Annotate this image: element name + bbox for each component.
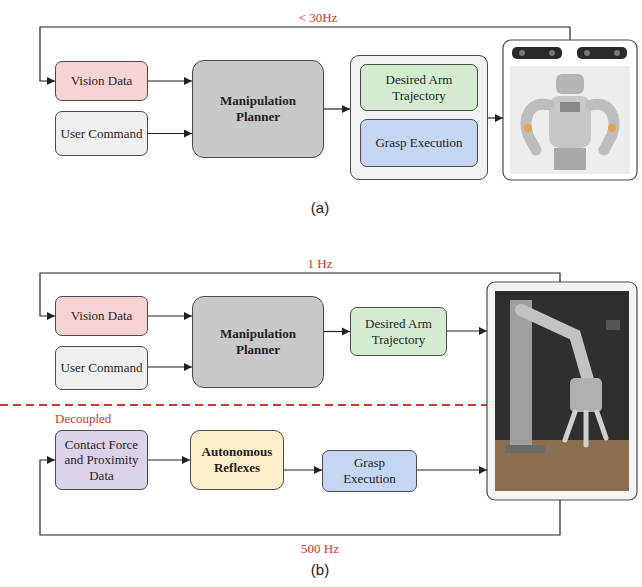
flow-arrow (324, 108, 350, 109)
node-label: Desired Arm Trajectory (365, 72, 473, 103)
input-box: User Command (55, 346, 148, 390)
flow-arrow (284, 469, 322, 470)
node-label: Manipulation Planner (197, 326, 319, 357)
planner-box: Manipulation Planner (192, 296, 324, 388)
rate-label: 1 Hz (308, 256, 333, 272)
robot-photo (487, 282, 637, 500)
flow-arrow (148, 459, 190, 460)
sensor-box: Contact Force and Proximity Data (55, 430, 148, 490)
input-box: User Command (55, 111, 148, 156)
node-label: Autonomous Reflexes (195, 444, 279, 475)
node-label: Manipulation Planner (197, 93, 319, 124)
node-label: Grasp Execution (375, 135, 462, 151)
rate-label: Decoupled (55, 411, 111, 427)
command-line (447, 330, 487, 331)
flow-arrow (148, 133, 192, 134)
rate-label: < 30Hz (299, 10, 338, 26)
output-box: Desired Arm Trajectory (350, 307, 447, 356)
decoupling-line (0, 404, 487, 406)
rate-label: 500 Hz (301, 541, 339, 557)
input-box: Vision Data (55, 61, 148, 101)
node-label: User Command (61, 360, 143, 376)
node-label: Vision Data (71, 308, 133, 324)
node-label: Contact Force and Proximity Data (60, 437, 143, 484)
node-label: Desired Arm Trajectory (355, 316, 442, 347)
output-box: Desired Arm Trajectory (360, 64, 478, 111)
subfigure-label: (a) (311, 199, 329, 217)
reflex-box: Autonomous Reflexes (190, 430, 284, 490)
command-line (417, 469, 487, 470)
flow-arrow (148, 80, 192, 81)
flow-arrow (148, 366, 192, 367)
output-box: Grasp Execution (322, 450, 417, 492)
node-label: Vision Data (71, 73, 133, 89)
node-label: Grasp Execution (327, 455, 412, 486)
node-label: User Command (61, 126, 143, 142)
flow-arrow (148, 315, 192, 316)
flow-arrow (324, 331, 350, 332)
subfigure-label: (b) (311, 561, 329, 579)
robot-illustration (503, 40, 637, 180)
output-box: Grasp Execution (360, 119, 478, 167)
group-box: Desired Arm TrajectoryGrasp Execution (350, 55, 488, 180)
input-box: Vision Data (55, 296, 148, 336)
planner-box: Manipulation Planner (192, 60, 324, 158)
command-line (488, 117, 503, 118)
